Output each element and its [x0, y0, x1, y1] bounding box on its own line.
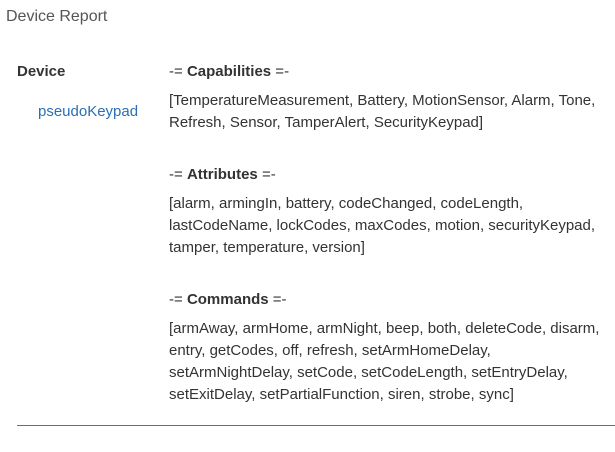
- capabilities-heading: -= Capabilities =-: [169, 63, 609, 81]
- attributes-section: -= Attributes =- [alarm, armingIn, batte…: [169, 166, 609, 259]
- page-title: Device Report: [6, 8, 108, 25]
- attributes-heading-suffix: =-: [257, 166, 276, 183]
- attributes-heading: -= Attributes =-: [169, 166, 609, 184]
- commands-heading-prefix: -=: [169, 291, 187, 308]
- commands-heading-label: Commands: [186, 291, 269, 308]
- capabilities-list: [TemperatureMeasurement, Battery, Motion…: [169, 92, 596, 131]
- device-column-header: Device: [17, 63, 66, 80]
- attributes-list: [alarm, armingIn, battery, codeChanged, …: [169, 195, 596, 256]
- capabilities-heading-prefix: -=: [169, 63, 187, 80]
- section-divider: [17, 425, 615, 426]
- capabilities-heading-suffix: =-: [271, 63, 290, 80]
- capabilities-heading-label: Capabilities: [186, 63, 272, 80]
- attributes-heading-prefix: -=: [169, 166, 187, 183]
- attributes-heading-label: Attributes: [186, 166, 258, 183]
- commands-heading-suffix: =-: [268, 291, 287, 308]
- commands-section: -= Commands =- [armAway, armHome, armNig…: [169, 291, 609, 406]
- capabilities-section: -= Capabilities =- [TemperatureMeasureme…: [169, 63, 609, 134]
- commands-list: [armAway, armHome, armNight, beep, both,…: [169, 320, 600, 403]
- device-link-pseudokeypad[interactable]: pseudoKeypad: [38, 103, 139, 120]
- commands-heading: -= Commands =-: [169, 291, 609, 309]
